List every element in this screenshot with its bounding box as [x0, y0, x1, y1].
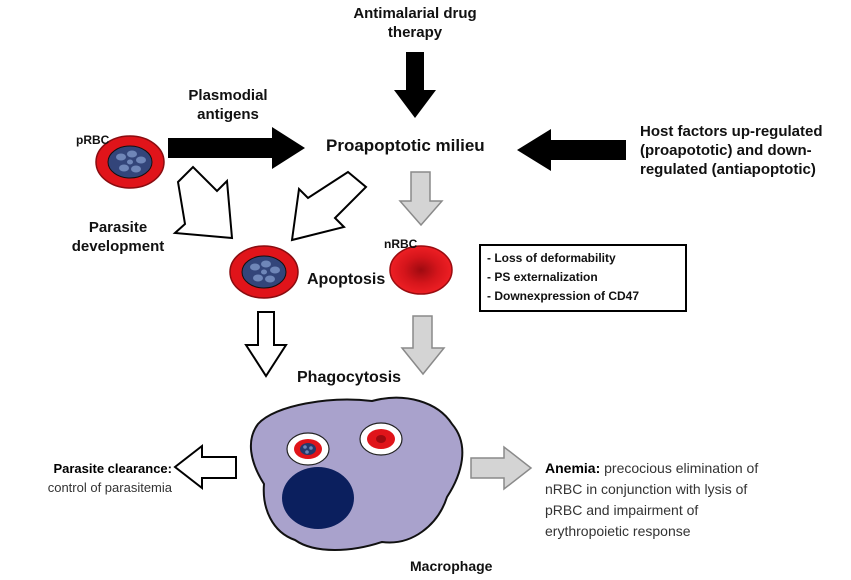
- anemia-text: Anemia: precocious elimination of nRBC i…: [545, 458, 777, 542]
- engulfed-prbc: [286, 432, 330, 466]
- antigens-arrow: [168, 127, 305, 169]
- anemia-arrow: [470, 445, 533, 491]
- pathway-arrow-center: [290, 170, 368, 242]
- parasite-clearance-text: Parasite clearance: control of parasitem…: [4, 459, 172, 497]
- macrophage-cell: [249, 396, 464, 551]
- anemia-title: Anemia:: [545, 460, 601, 476]
- host-factors-label: Host factors up-regulated (proapototic) …: [640, 123, 823, 178]
- rbc-changes-list: - Loss of deformability - PS externaliza…: [479, 244, 687, 312]
- macrophage-nucleus: [282, 467, 354, 529]
- prbc-label: pRBC: [76, 133, 110, 147]
- nrbc-label: nRBC: [384, 237, 418, 251]
- list-item: - Loss of deformability: [487, 251, 616, 265]
- proapoptotic-milieu-label: Proapoptotic milieu: [326, 136, 485, 155]
- milieu-to-nrbc-arrow: [398, 171, 444, 227]
- antimalarial-therapy-label: Antimalarial drug therapy: [353, 5, 477, 41]
- prbc-cell: [95, 135, 165, 189]
- apoptosis-to-phagocytosis-arrow: [244, 311, 288, 378]
- list-item: - Downexpression of CD47: [487, 289, 640, 303]
- parasite-clearance-title: Parasite clearance:: [53, 461, 172, 476]
- anemia-description: precocious elimination of nRBC in conjun…: [545, 460, 759, 539]
- macrophage-label: Macrophage: [410, 558, 493, 574]
- parasite-clearance-description: control of parasitemia: [47, 480, 172, 495]
- host-factors-arrow: [517, 129, 626, 171]
- nrbc-cell: [389, 245, 453, 295]
- phagocytosis-label: Phagocytosis: [297, 369, 402, 386]
- parasite-clearance-arrow: [173, 443, 237, 491]
- apoptosis-label: Apoptosis: [307, 271, 386, 288]
- plasmodial-antigens-label: Plasmodial antigens: [188, 87, 268, 123]
- nrbc-to-phagocytosis-arrow: [400, 315, 446, 376]
- parasite-development-label: Parasite development: [71, 219, 165, 255]
- list-item: - PS externalization: [487, 270, 598, 284]
- drug-therapy-arrow: [394, 52, 436, 118]
- pathway-arrow-left: [172, 165, 234, 240]
- apoptotic-prbc-cell: [229, 245, 299, 299]
- engulfed-nrbc: [359, 422, 403, 456]
